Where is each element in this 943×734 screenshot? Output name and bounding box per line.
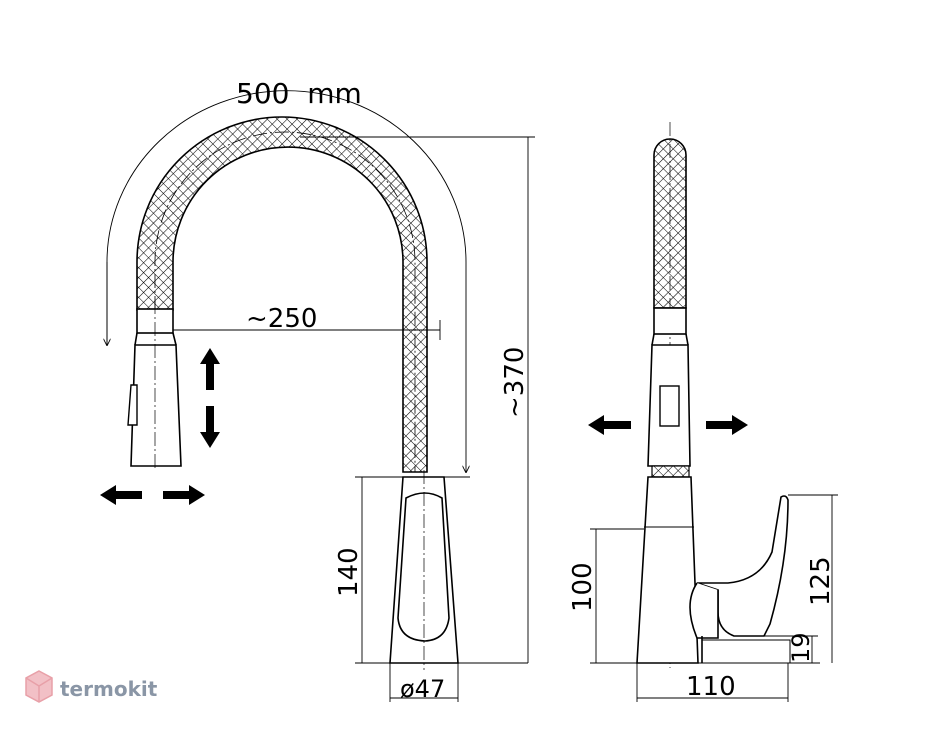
spray-button-side xyxy=(659,385,680,427)
front-view xyxy=(106,90,535,702)
handle-height-label: 125 xyxy=(806,556,836,606)
arrow-right-icon xyxy=(706,415,748,435)
handle-side xyxy=(696,495,789,637)
total-height-label: ~370 xyxy=(500,347,530,418)
logo-text: termokit xyxy=(60,677,158,701)
base-diameter-label: ø47 xyxy=(400,675,445,703)
termokit-logo: termokit xyxy=(25,670,158,703)
arc-dimension-line xyxy=(106,90,466,472)
arrow-left-icon xyxy=(100,485,142,505)
arrow-left-icon xyxy=(588,415,631,435)
movement-arrows-front xyxy=(100,348,220,505)
side-width-label: 110 xyxy=(686,672,736,702)
spout-reach-label: ~250 xyxy=(246,304,317,334)
body-height-label: 140 xyxy=(334,547,364,597)
arrow-down-icon xyxy=(200,406,220,448)
dimension-labels: 500 mm ~250 ~370 140 ø47 100 125 19 110 xyxy=(236,77,836,703)
faucet-body-side xyxy=(636,476,699,664)
arrow-right-icon xyxy=(163,485,205,505)
braided-hose-front xyxy=(136,116,428,473)
spray-head-body xyxy=(130,344,182,467)
arrow-up-icon xyxy=(200,348,220,390)
spray-head-button xyxy=(127,384,138,426)
handle-offset-label: 19 xyxy=(787,632,815,663)
faucet-lever-front xyxy=(397,492,450,642)
arc-length-label: 500 mm xyxy=(236,77,362,110)
side-height-label: 100 xyxy=(568,562,598,612)
side-view xyxy=(590,122,838,702)
movement-arrows-side xyxy=(588,415,748,435)
